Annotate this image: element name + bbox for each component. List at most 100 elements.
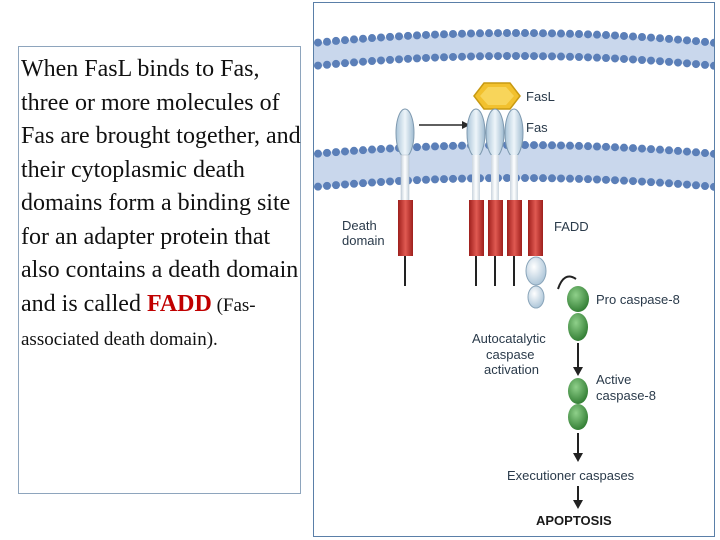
- lipid-head: [503, 29, 511, 38]
- lipid-head: [323, 181, 331, 190]
- lipid-head: [386, 144, 394, 153]
- fadd-adapter: [525, 200, 547, 309]
- lipid-head: [665, 146, 673, 155]
- lipid-head: [458, 174, 466, 183]
- lipid-head: [710, 149, 714, 158]
- lipid-head: [602, 31, 610, 40]
- lipid-head: [584, 53, 592, 62]
- lipid-head: [377, 145, 385, 153]
- text-line1: When Fas: [21, 56, 118, 82]
- lipid-head: [332, 148, 340, 157]
- lipid-head: [575, 141, 583, 150]
- lipid-head: [692, 181, 700, 190]
- lipid-head: [674, 179, 682, 188]
- lipid-head: [638, 144, 646, 153]
- fas-pathway-figure: FasL Fas: [313, 2, 715, 537]
- fadd-expansion: (Fas-associated death domain).: [21, 294, 256, 351]
- lipid-head: [386, 32, 394, 41]
- fasl-ligand: [473, 82, 521, 110]
- lipid-head: [548, 174, 556, 183]
- lipid-head: [692, 148, 700, 157]
- lipid-head: [440, 30, 448, 39]
- lipid-head: [359, 179, 367, 188]
- active-label-1: Active: [596, 372, 631, 387]
- lipid-head: [647, 56, 655, 65]
- lipid-head: [332, 181, 340, 190]
- lipid-head: [701, 37, 709, 46]
- lipid-head: [332, 59, 340, 68]
- lipid-head: [665, 57, 673, 66]
- executioner-label: Executioner caspases: [507, 468, 635, 483]
- lipid-head: [557, 174, 565, 183]
- lipid-head: [665, 179, 673, 188]
- lipid-head: [674, 146, 682, 155]
- lipid-head: [368, 57, 376, 66]
- autocat-label-2: caspase: [486, 347, 534, 362]
- lipid-head: [701, 149, 709, 158]
- lipid-head: [593, 175, 601, 184]
- lipid-head: [611, 176, 619, 185]
- lipid-head: [557, 52, 565, 61]
- procaspase-8: [557, 275, 589, 341]
- lipid-head: [638, 55, 646, 64]
- death-label-2: domain: [342, 233, 385, 248]
- lipid-head: [692, 60, 700, 69]
- activation-arrow: [573, 343, 583, 376]
- lipid-head: [539, 141, 547, 150]
- lipid-head: [674, 35, 682, 44]
- lipid-head: [341, 180, 349, 189]
- lipid-head: [629, 144, 637, 153]
- autocat-label-1: Autocatalytic: [472, 331, 546, 346]
- lipid-head: [710, 61, 714, 70]
- lipid-head: [368, 145, 376, 154]
- lipid-head: [422, 175, 430, 184]
- lipid-head: [629, 32, 637, 41]
- lipid-head: [377, 33, 385, 42]
- lipid-head: [323, 60, 331, 69]
- active-label-2: caspase-8: [596, 388, 656, 403]
- lipid-head: [602, 142, 610, 151]
- death-label-1: Death: [342, 218, 377, 233]
- lipid-head: [449, 141, 457, 150]
- lipid-head: [584, 175, 592, 184]
- lipid-head: [593, 53, 601, 62]
- lipid-head: [629, 177, 637, 186]
- lipid-head: [539, 29, 547, 38]
- lipid-head: [656, 145, 664, 154]
- lipid-head: [647, 33, 655, 42]
- lipid-head: [431, 175, 439, 184]
- lipid-head: [350, 58, 358, 67]
- fas-receptor-unbound: [395, 108, 415, 286]
- lipid-head: [539, 52, 547, 61]
- lipid-head: [350, 179, 358, 188]
- body-paragraph: When FasL binds to Fas, three or more mo…: [21, 53, 301, 357]
- lipid-head: [395, 55, 403, 64]
- lipid-head: [593, 30, 601, 39]
- lipid-head: [530, 52, 538, 61]
- apoptosis-arrow: [573, 486, 583, 509]
- lipid-head: [683, 147, 691, 156]
- lipid-head: [611, 54, 619, 63]
- lipid-head: [431, 142, 439, 151]
- lipid-head: [647, 145, 655, 154]
- lipid-head: [494, 52, 502, 61]
- lipid-head: [656, 57, 664, 66]
- lipid-head: [323, 148, 331, 157]
- active-caspase-8: [568, 378, 588, 430]
- lipid-head: [665, 34, 673, 43]
- lipid-head: [359, 34, 367, 43]
- top-membrane: [314, 29, 714, 70]
- fas-pathway-diagram: FasL Fas: [314, 29, 714, 528]
- lipid-head: [359, 57, 367, 66]
- lipid-head: [431, 30, 439, 39]
- lipid-head: [674, 58, 682, 67]
- lipid-head: [557, 141, 565, 150]
- lipid-head: [566, 174, 574, 183]
- lipid-head: [377, 56, 385, 65]
- lipid-head: [530, 141, 538, 150]
- lipid-head: [602, 175, 610, 184]
- lipid-head: [548, 141, 556, 150]
- lipid-head: [341, 59, 349, 68]
- lipid-head: [485, 52, 493, 61]
